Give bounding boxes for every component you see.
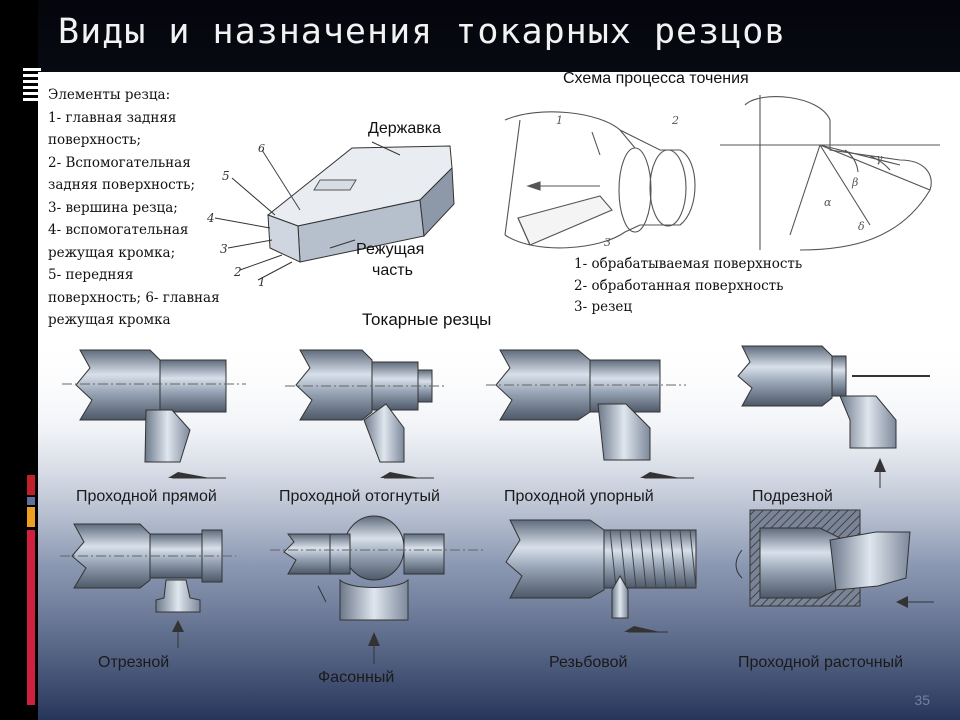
legend-line: поверхность; 6- главная	[48, 289, 220, 306]
tool-image-4	[737, 345, 930, 488]
cutter-num-4: 4	[206, 211, 215, 225]
cutter-num-2: 2	[233, 265, 242, 279]
accent-blue	[27, 497, 35, 505]
legend-line: поверхность;	[48, 132, 142, 148]
process-legend-item: 1- обрабатываемая поверхность	[574, 256, 803, 272]
process-scheme: 1 2 3 β γ α δ	[504, 95, 940, 251]
cutter-num-1: 1	[258, 275, 266, 289]
cutter-num-6: 6	[258, 142, 265, 155]
elements-legend: Элементы резца: 1- главная задняя поверх…	[48, 84, 238, 332]
cutter-num-5: 5	[222, 169, 230, 183]
angle-beta: β	[851, 176, 858, 189]
tool-image-5	[60, 523, 236, 648]
tool-caption-7: Резьбовой	[549, 654, 628, 671]
tool-image-1	[62, 349, 246, 479]
tool-caption-5: Отрезной	[98, 654, 170, 671]
legend-line: режущая кромка	[48, 312, 171, 328]
process-scheme-title: Схема процесса точения	[563, 70, 749, 87]
tool-image-3	[486, 349, 694, 479]
cutting-part-label-2: часть	[372, 262, 413, 279]
tool-caption-4: Подрезной	[752, 488, 833, 505]
tool-image-8	[735, 509, 934, 608]
cutting-part-label-1: Режущая	[356, 241, 425, 258]
tools-section-title: Токарные резцы	[362, 310, 492, 329]
tool-caption-2: Проходной отогнутый	[279, 488, 440, 505]
legend-line: 2- Вспомогательная	[48, 154, 191, 171]
accent-orange	[27, 507, 35, 527]
slide-title: Виды и назначения токарных резцов	[58, 12, 787, 52]
cutter-3d: 6 5 4 3 2 1	[206, 141, 455, 289]
legend-line: 3- вершина резца;	[48, 199, 178, 216]
tool-image-7	[505, 519, 697, 633]
svg-text:3: 3	[604, 236, 611, 249]
tool-caption-3: Проходной упорный	[504, 488, 654, 505]
tool-image-6	[270, 515, 486, 664]
legend-line: режущая кромка;	[48, 244, 176, 261]
legend-line: 4- вспомогательная	[48, 222, 189, 238]
tool-image-2	[285, 349, 446, 479]
process-legend-item: 2- обработанная поверхность	[574, 277, 784, 294]
cutter-num-3: 3	[220, 242, 228, 256]
process-legend-item: 3- резец	[574, 299, 633, 315]
accent-red	[27, 475, 35, 495]
legend-line: 5- передняя	[48, 267, 134, 283]
svg-text:1: 1	[556, 114, 563, 127]
accent-red-long	[27, 530, 35, 705]
svg-text:2: 2	[671, 114, 679, 127]
tool-caption-1: Проходной прямой	[76, 488, 217, 505]
angle-gamma: γ	[876, 152, 883, 165]
process-legend: 1- обрабатываемая поверхность 2- обработ…	[574, 254, 802, 319]
legend-line: задняя поверхность;	[48, 177, 196, 193]
legend-line: Элементы резца:	[48, 87, 171, 103]
angle-delta: δ	[858, 220, 865, 233]
page-number: 35	[914, 692, 930, 708]
angle-alpha: α	[824, 196, 832, 209]
tool-caption-6: Фасонный	[318, 669, 395, 686]
holder-label: Державка	[368, 120, 441, 137]
legend-line: 1- главная задняя	[48, 109, 177, 126]
decor-stripes	[23, 68, 41, 112]
tool-caption-8: Проходной расточный	[738, 654, 904, 671]
